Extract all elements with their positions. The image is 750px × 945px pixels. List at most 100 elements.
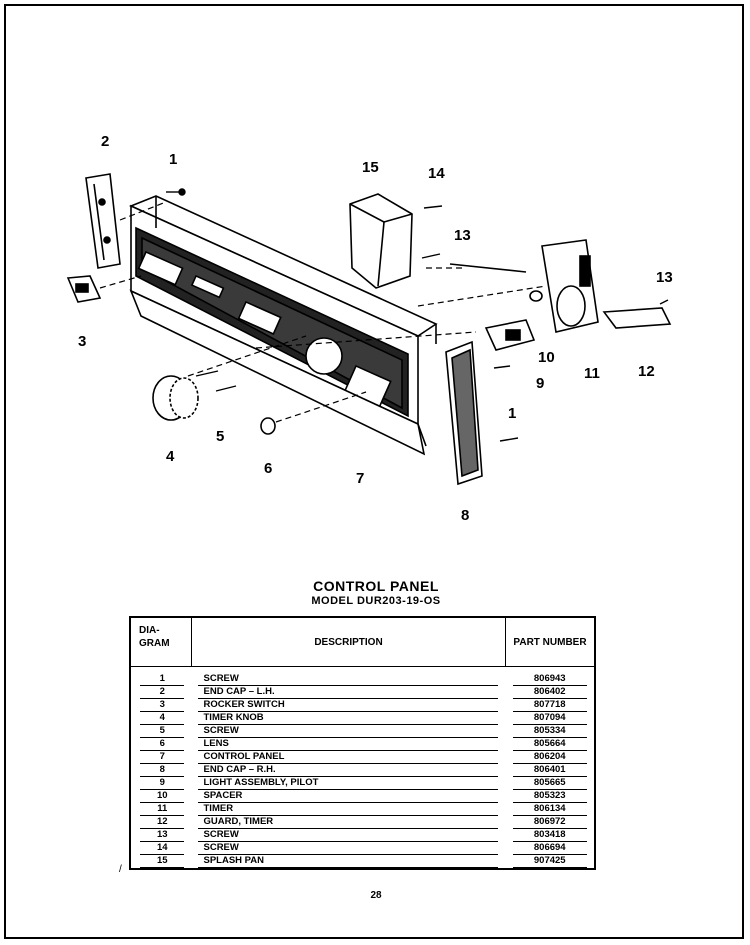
row-diagram-number: 3 (140, 699, 185, 712)
table-row: 9 LIGHT ASSEMBLY, PILOT 805665 (130, 777, 595, 790)
row-part-number-cell: 907425 (506, 855, 596, 869)
callout-9: 9 (536, 375, 544, 392)
row-diagram-number-cell: 4 (130, 712, 192, 725)
table-row: 2 END CAP – L.H. 806402 (130, 686, 595, 699)
row-description: LIGHT ASSEMBLY, PILOT (197, 777, 498, 790)
row-part-number: 806943 (512, 673, 587, 686)
row-part-number: 803418 (512, 829, 587, 842)
row-diagram-number-cell: 8 (130, 764, 192, 777)
row-diagram-number-cell: 14 (130, 842, 192, 855)
row-part-number: 805323 (512, 790, 587, 803)
row-part-number-cell: 806694 (506, 842, 596, 855)
parts-page: 2 1 3 4 5 6 7 8 9 10 11 12 13 13 14 15 1… (4, 4, 744, 939)
table-row: 7 CONTROL PANEL 806204 (130, 751, 595, 764)
row-description-cell: LENS (192, 738, 506, 751)
row-description-cell: END CAP – L.H. (192, 686, 506, 699)
callout-15: 15 (362, 159, 379, 176)
row-diagram-number: 10 (140, 790, 185, 803)
page-number: 28 (370, 890, 382, 901)
row-part-number: 805665 (512, 777, 587, 790)
margin-mark: / (119, 864, 122, 875)
table-row: 11 TIMER 806134 (130, 803, 595, 816)
callout-4: 4 (166, 448, 175, 465)
row-description: SPLASH PAN (197, 855, 498, 868)
row-description-cell: SCREW (192, 829, 506, 842)
row-part-number-cell: 805334 (506, 725, 596, 738)
row-part-number: 805334 (512, 725, 587, 738)
row-description-cell: SCREW (192, 725, 506, 738)
row-description-cell: TIMER KNOB (192, 712, 506, 725)
table-row: 3 ROCKER SWITCH 807718 (130, 699, 595, 712)
screws-drawing (166, 188, 669, 442)
timer-drawing (541, 239, 672, 333)
row-diagram-number: 2 (140, 686, 185, 699)
callout-13: 13 (454, 227, 471, 244)
row-description: GUARD, TIMER (197, 816, 498, 829)
callout-labels: 2 1 3 4 5 6 7 8 9 10 11 12 13 13 14 15 1 (78, 133, 673, 524)
row-description: LENS (197, 738, 498, 751)
row-description: ROCKER SWITCH (197, 699, 498, 712)
table-header-row: DIA- GRAM DESCRIPTION PART NUMBER (129, 616, 596, 667)
row-part-number: 806204 (512, 751, 587, 764)
row-part-number: 806402 (512, 686, 587, 699)
row-diagram-number-cell: 12 (130, 816, 192, 829)
row-diagram-number: 12 (140, 816, 185, 829)
row-part-number-cell: 806402 (506, 686, 596, 699)
row-description-cell: END CAP – R.H. (192, 764, 506, 777)
row-part-number-cell: 803418 (506, 829, 596, 842)
row-part-number-cell: 806943 (506, 673, 596, 686)
row-diagram-number: 8 (140, 764, 185, 777)
row-diagram-number: 13 (140, 829, 185, 842)
row-part-number: 907425 (512, 855, 587, 868)
row-diagram-number: 6 (140, 738, 185, 751)
row-part-number: 807718 (512, 699, 587, 712)
row-diagram-number-cell: 6 (130, 738, 192, 751)
lens-drawing (260, 417, 276, 435)
row-diagram-number: 14 (140, 842, 185, 855)
row-diagram-number-cell: 13 (130, 829, 192, 842)
row-description: CONTROL PANEL (197, 751, 498, 764)
row-diagram-number-cell: 10 (130, 790, 192, 803)
row-part-number: 806694 (512, 842, 587, 855)
row-description-cell: SCREW (192, 673, 506, 686)
row-part-number: 806972 (512, 816, 587, 829)
table-row: 10 SPACER 805323 (130, 790, 595, 803)
callout-1: 1 (169, 151, 177, 168)
row-part-number: 806401 (512, 764, 587, 777)
row-description: SPACER (197, 790, 498, 803)
row-part-number: 807094 (512, 712, 587, 725)
splash-pan-drawing (349, 193, 413, 289)
row-description: SCREW (197, 725, 498, 738)
row-description-cell: SPACER (192, 790, 506, 803)
row-description-cell: LIGHT ASSEMBLY, PILOT (192, 777, 506, 790)
pilot-light-drawing (449, 263, 543, 351)
row-part-number-cell: 805664 (506, 738, 596, 751)
callout-12: 12 (638, 363, 655, 380)
row-diagram-number-cell: 5 (130, 725, 192, 738)
row-part-number: 806134 (512, 803, 587, 816)
row-part-number-cell: 805323 (506, 790, 596, 803)
callout-5: 5 (216, 428, 224, 445)
end-cap-rh-drawing (445, 340, 483, 486)
row-diagram-number-cell: 9 (130, 777, 192, 790)
row-description: TIMER (197, 803, 498, 816)
model-subtitle: MODEL DUR203-19-OS (311, 595, 441, 607)
row-description: SCREW (197, 829, 498, 842)
page-title: CONTROL PANEL (313, 578, 439, 594)
row-part-number-cell: 807718 (506, 699, 596, 712)
header-description: DESCRIPTION (191, 616, 506, 667)
row-diagram-number-cell: 7 (130, 751, 192, 764)
row-diagram-number: 9 (140, 777, 185, 790)
row-diagram-number-cell: 1 (130, 673, 192, 686)
header-part-number: PART NUMBER (505, 616, 596, 667)
row-part-number-cell: 807094 (506, 712, 596, 725)
row-diagram-number: 5 (140, 725, 185, 738)
row-diagram-number-cell: 11 (130, 803, 192, 816)
table-row: 5 SCREW 805334 (130, 725, 595, 738)
